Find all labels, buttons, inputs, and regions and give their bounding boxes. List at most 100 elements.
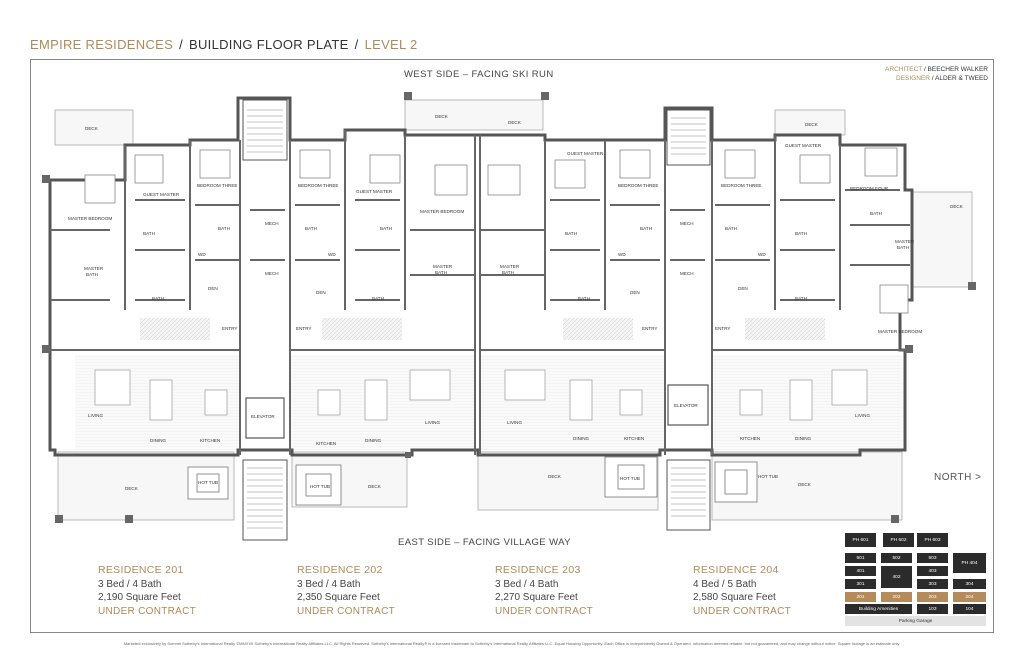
label-bath: BATH [218, 226, 230, 231]
kitchen-island [317, 389, 341, 416]
label-guest-master: GUEST MASTER [567, 151, 604, 156]
label-master: MASTER [433, 264, 453, 269]
hot-tub-basin [724, 469, 748, 495]
unit-ph603: PH 603 [917, 533, 948, 547]
kitchen-island [619, 389, 643, 416]
label-guest-master: GUEST MASTER [356, 189, 393, 194]
label-mech: MECH [680, 221, 694, 226]
label-entry: ENTRY [642, 326, 658, 331]
residence-title: RESIDENCE 201 [98, 564, 184, 576]
deck-ne [774, 109, 846, 136]
label-entry: ENTRY [222, 326, 238, 331]
building-amenities: Building Amenities [845, 604, 912, 614]
label-dining: DINING [150, 438, 167, 443]
label-deck: DECK [798, 482, 812, 487]
bed [434, 164, 468, 196]
unit-401: 401 [845, 566, 876, 576]
bed [369, 154, 401, 184]
bed [554, 159, 586, 189]
label-deck: DECK [435, 114, 449, 119]
residence-beds: 3 Bed / 4 Bath [98, 578, 162, 590]
east-side-label: EAST SIDE – FACING VILLAGE WAY [398, 537, 571, 548]
label-master-bedroom: MASTER BEDROOM [68, 216, 112, 221]
label-bath: BATH [372, 296, 384, 301]
unit-division-walls [239, 135, 713, 455]
label-deck: DECK [805, 122, 819, 127]
label-wd: WD [618, 252, 626, 257]
bed [724, 149, 756, 179]
stair-south-west [242, 459, 288, 541]
label-hot-tub: HOT TUB [758, 474, 778, 479]
residence-203-summary: RESIDENCE 203 3 Bed / 4 Bath 2,270 Squar… [495, 564, 685, 618]
residence-204-summary: RESIDENCE 204 4 Bed / 5 Bath 2,580 Squar… [693, 564, 883, 618]
residence-sqft: 2,190 Square Feet [98, 592, 181, 603]
label-wd: WD [328, 252, 336, 257]
designer-label: DESIGNER [896, 75, 930, 82]
label-bedroom-four: BEDROOM FOUR [850, 186, 889, 191]
residence-sqft: 2,350 Square Feet [297, 592, 380, 603]
residence-sqft: 2,580 Square Feet [693, 592, 776, 603]
label-kitchen: KITCHEN [624, 436, 644, 441]
label-bath: BATH [870, 211, 882, 216]
unit-204: 204 [953, 592, 986, 602]
unit-503: 503 [917, 553, 948, 563]
residence-status: UNDER CONTRACT [98, 605, 197, 617]
label-master: MASTER [500, 264, 520, 269]
bed [864, 147, 898, 177]
residence-201-summary: RESIDENCE 201 3 Bed / 4 Bath 2,190 Squar… [98, 564, 288, 618]
label-kitchen: KITCHEN [200, 438, 220, 443]
label-bedroom-three: BEDROOM THREE [721, 183, 762, 188]
label-deck: DECK [548, 474, 562, 479]
residence-beds: 3 Bed / 4 Bath [297, 578, 361, 590]
residence-beds: 4 Bed / 5 Bath [693, 578, 757, 590]
label-deck: DECK [950, 204, 964, 209]
hall-hatch-3 [563, 318, 633, 340]
label-bedroom-three: BEDROOM THREE [618, 183, 659, 188]
architect-label: ARCHITECT [885, 66, 923, 73]
level-title: LEVEL 2 [364, 37, 418, 52]
residence-202-summary: RESIDENCE 202 3 Bed / 4 Bath 2,350 Squar… [297, 564, 487, 618]
label-bath: BATH [795, 231, 807, 236]
bed [619, 149, 651, 179]
label-hot-tub: HOT TUB [620, 476, 640, 481]
residence-beds: 3 Bed / 4 Bath [495, 578, 559, 590]
legal-footer: Marketed exclusively by Summit Sotheby's… [123, 641, 901, 646]
label-deck: DECK [125, 486, 139, 491]
label-bath: BATH [725, 226, 737, 231]
deck-nw [54, 109, 134, 146]
deck-east [911, 191, 973, 288]
architect-name: / BEECHER WALKER [923, 66, 988, 73]
unit-201: 201 [845, 592, 876, 602]
label-mech: MECH [265, 221, 279, 226]
label-elevator: ELEVATOR [251, 414, 275, 419]
label-den: DEN [208, 286, 218, 291]
room-partitions [50, 189, 910, 301]
kitchen-island [739, 389, 763, 416]
stair-treads [247, 467, 283, 529]
label-living: LIVING [88, 413, 103, 418]
unit-501: 501 [845, 553, 876, 563]
label-living: LIVING [425, 420, 440, 425]
hall-hatch-1 [140, 318, 210, 340]
label-guest-master: GUEST MASTER [143, 192, 180, 197]
sofa [409, 369, 451, 401]
label-wd: WD [198, 252, 206, 257]
residence-status: UNDER CONTRACT [693, 605, 792, 617]
label-bath: BATH [380, 226, 392, 231]
sofa [94, 369, 131, 406]
label-den: DEN [630, 290, 640, 295]
residence-title: RESIDENCE 202 [297, 564, 383, 576]
drawing-frame [30, 59, 994, 633]
residence-sqft: 2,270 Square Feet [495, 592, 578, 603]
label-entry: ENTRY [296, 326, 312, 331]
label-guest-master: GUEST MASTER [785, 143, 822, 148]
north-indicator: NORTH > [934, 472, 982, 483]
page-header: EMPIRE RESIDENCES/BUILDING FLOOR PLATE/L… [30, 37, 418, 52]
parking-garage: Parking Garage [845, 616, 986, 626]
header-separator: / [179, 37, 183, 52]
stair-treads [671, 117, 706, 155]
label-bath: BATH [578, 296, 590, 301]
unit-104: 104 [953, 604, 986, 614]
label-kitchen: KITCHEN [316, 441, 336, 446]
